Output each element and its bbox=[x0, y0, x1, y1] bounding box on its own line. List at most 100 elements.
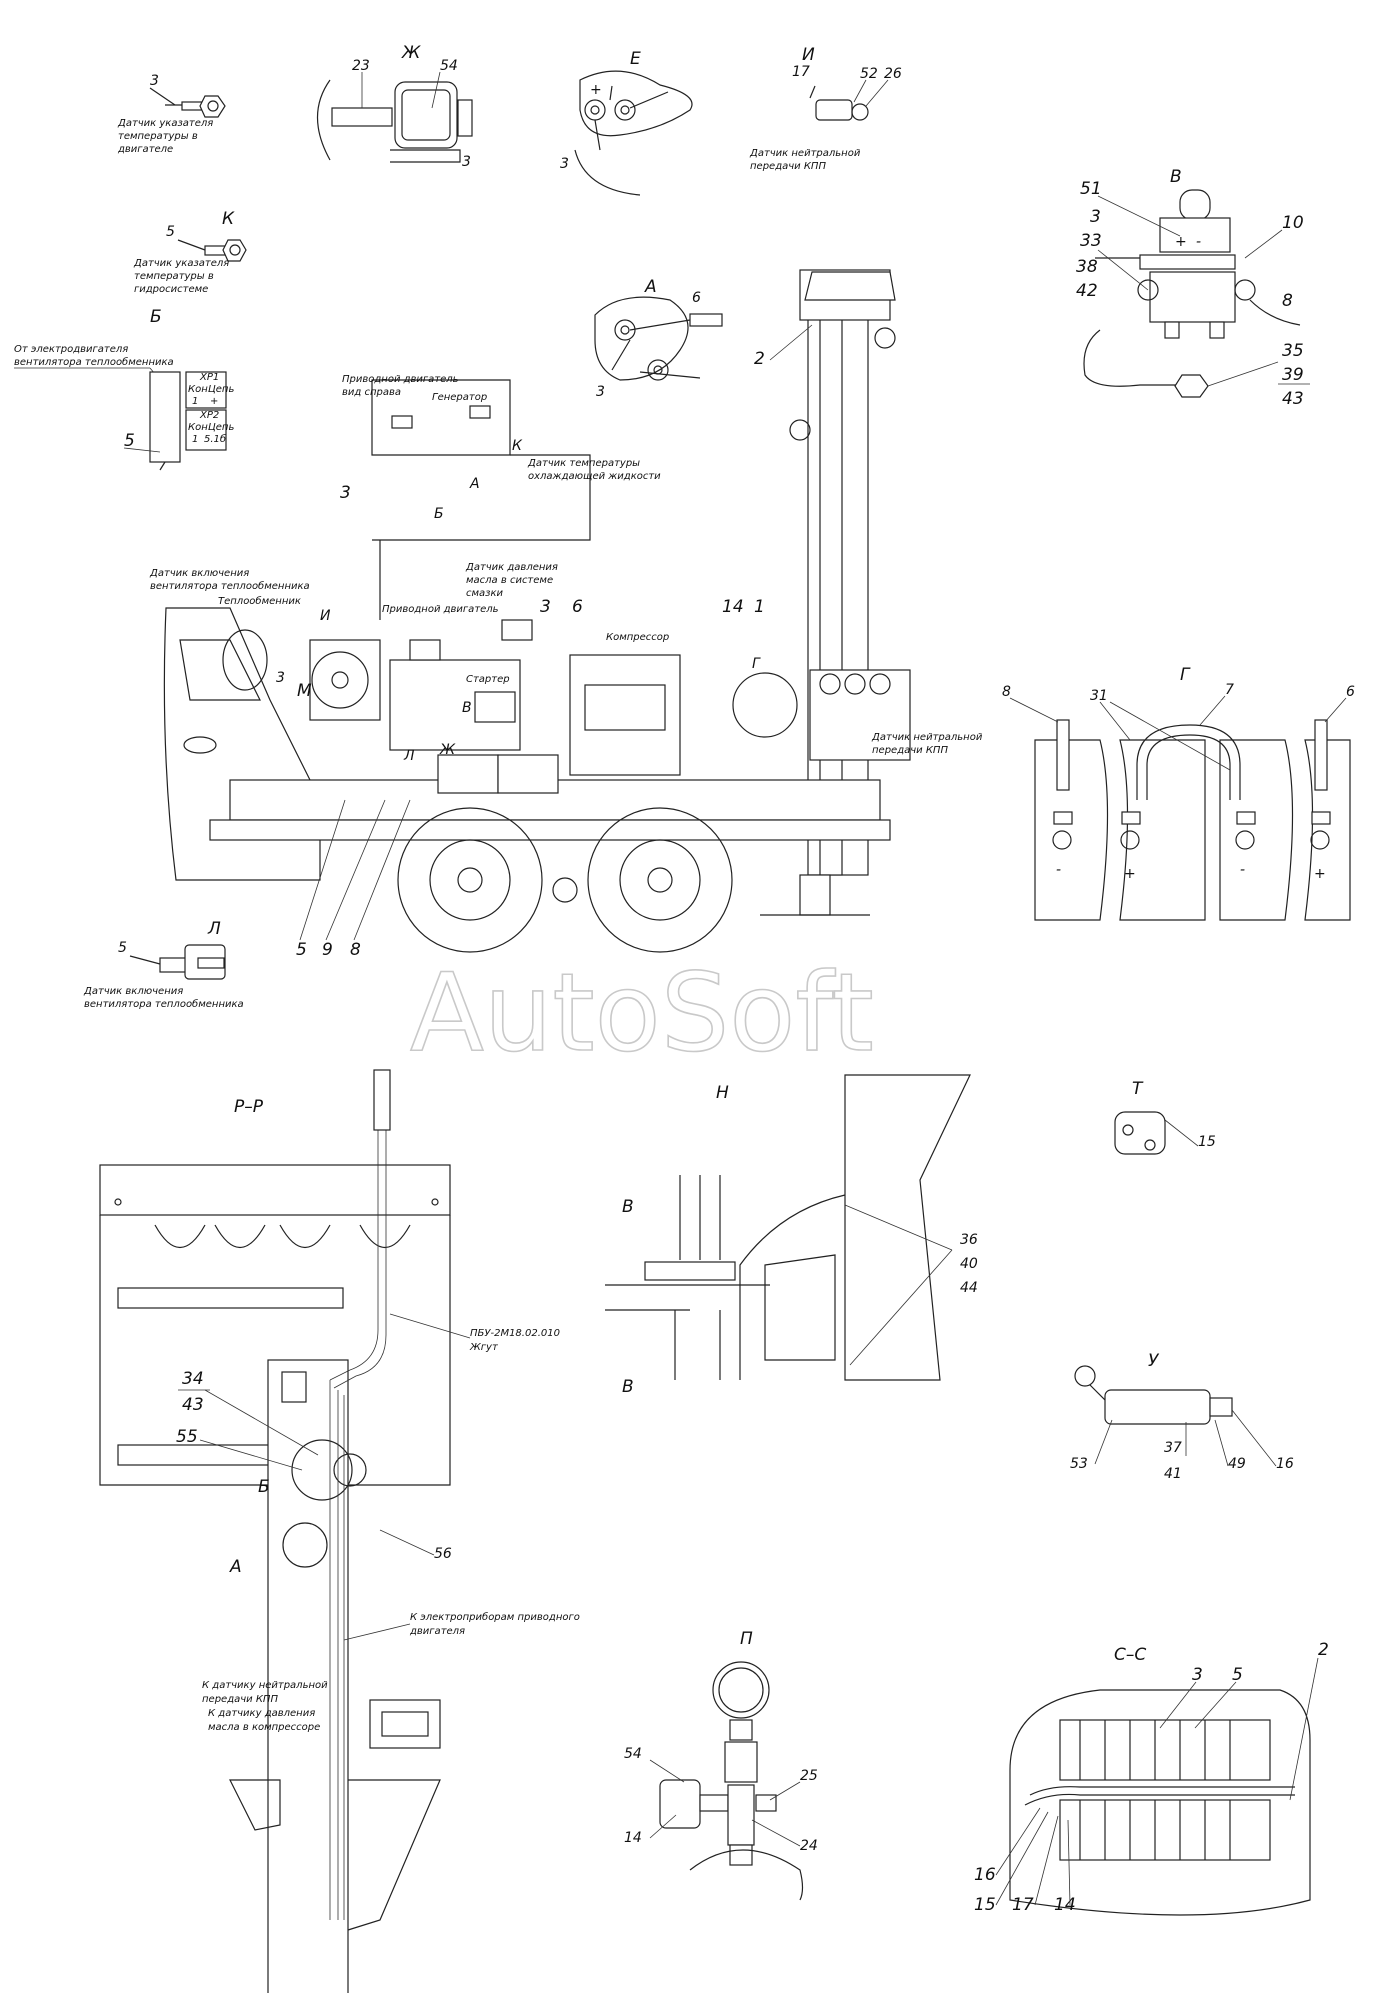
view-b-title: Б bbox=[150, 307, 162, 327]
i-arrow: И bbox=[320, 608, 331, 624]
callout-39: 39 bbox=[1282, 365, 1304, 385]
l-arrow: Л bbox=[403, 748, 415, 764]
caption-from-motor-1: От электродвигателя bbox=[14, 344, 128, 355]
callout-3: 3 bbox=[150, 73, 159, 89]
caption-neutral-top-2: передачи КПП bbox=[750, 161, 826, 172]
callout-6: 6 bbox=[692, 290, 701, 306]
view-ss-title: С–С bbox=[1114, 1645, 1146, 1665]
view-rr-title: Р–Р bbox=[234, 1097, 264, 1117]
callout-16: 16 bbox=[974, 1865, 996, 1885]
plus-mark: + bbox=[590, 82, 602, 98]
callout-9: 9 bbox=[322, 940, 333, 960]
caption-starter: Стартер bbox=[466, 674, 510, 685]
callout-33: 33 bbox=[1080, 231, 1102, 251]
xp2-r1c1: 1 bbox=[192, 434, 198, 445]
view-i: И 17 52 26 Датчик нейтральной передачи К… bbox=[749, 45, 902, 172]
view-zh: Ж 23 54 3 bbox=[316, 43, 473, 170]
caption-oil-1: Датчик давления bbox=[465, 562, 558, 573]
caption-to-neutral-2: передачи КПП bbox=[202, 1694, 278, 1705]
view-i-title: И bbox=[802, 45, 815, 65]
caption-temp-hydro-1: Датчик указателя bbox=[133, 258, 229, 269]
xp1-r1c1: 1 bbox=[192, 396, 198, 407]
detail-temp-sensor-engine: 3 Датчик указателя температуры в двигате… bbox=[117, 73, 226, 155]
callout-42: 42 bbox=[1076, 281, 1098, 301]
callout-55: 55 bbox=[176, 1427, 198, 1447]
rr-a-mark: А bbox=[229, 1557, 242, 1577]
callout-14: 14 bbox=[722, 597, 744, 617]
v-section-2: В bbox=[622, 1377, 634, 1397]
callout-37: 37 bbox=[1164, 1440, 1182, 1456]
callout-6: 6 bbox=[1346, 684, 1355, 700]
caption-oil-3: смазки bbox=[466, 588, 504, 599]
view-e: Е + 3 bbox=[560, 49, 693, 196]
view-u: У 53 37 41 49 16 bbox=[1070, 1351, 1294, 1482]
callout-15: 15 bbox=[974, 1895, 996, 1915]
callout-3: 3 bbox=[462, 154, 471, 170]
view-p-title: П bbox=[740, 1629, 753, 1649]
minus-mark: - bbox=[1240, 862, 1245, 878]
callout-34: 34 bbox=[182, 1369, 204, 1389]
callout-25: 25 bbox=[800, 1768, 818, 1784]
xp2-label: XP2 bbox=[199, 410, 219, 421]
callout-31: 31 bbox=[1090, 688, 1108, 704]
callout-3: 3 bbox=[540, 597, 551, 617]
callout-16: 16 bbox=[1276, 1456, 1294, 1472]
callout-14: 14 bbox=[1054, 1895, 1076, 1915]
callout-51: 51 bbox=[1080, 179, 1102, 199]
zh-arrow: Ж bbox=[439, 742, 456, 758]
callout-17: 17 bbox=[792, 64, 810, 80]
caption-to-compressor-oil-1: К датчику давления bbox=[208, 1708, 315, 1719]
callout-8: 8 bbox=[1002, 684, 1011, 700]
k-mark: К bbox=[512, 438, 523, 454]
caption-temp-engine-2: температуры в bbox=[118, 131, 198, 142]
caption-harness-1: ПБУ-2М18.02.010 bbox=[470, 1328, 560, 1339]
xp2-r1c2: 5.1б bbox=[204, 433, 226, 445]
b-mark: Б bbox=[434, 506, 444, 522]
caption-drive-engine: Приводной двигатель bbox=[382, 604, 499, 615]
view-n-title: Н bbox=[716, 1083, 729, 1103]
callout-5: 5 bbox=[296, 940, 307, 960]
callout-8: 8 bbox=[350, 940, 361, 960]
plus-mark: + bbox=[1314, 866, 1326, 882]
callout-5: 5 bbox=[124, 431, 135, 451]
callout-23: 23 bbox=[352, 58, 370, 74]
callout-3: 3 bbox=[276, 670, 285, 686]
view-k-title: К bbox=[222, 209, 235, 229]
callout-26: 26 bbox=[884, 66, 902, 82]
watermark: AutoSoft bbox=[410, 951, 874, 1076]
view-k: К 5 Датчик указателя температуры в гидро… bbox=[133, 209, 247, 295]
view-u-title: У bbox=[1148, 1351, 1160, 1371]
view-t: Т 15 bbox=[1114, 1079, 1216, 1155]
callout-8: 8 bbox=[1282, 291, 1293, 311]
callout-35: 35 bbox=[1282, 341, 1304, 361]
callout-24: 24 bbox=[800, 1838, 818, 1854]
view-l-title: Л bbox=[207, 919, 221, 939]
callout-38: 38 bbox=[1076, 257, 1098, 277]
view-g: Г - + - + 8 31 7 6 bbox=[1002, 665, 1355, 921]
callout-44: 44 bbox=[960, 1280, 978, 1296]
caption-from-motor-2: вентилятора теплообменника bbox=[14, 356, 174, 368]
caption-to-drive-engine-1: К электроприборам приводного bbox=[410, 1611, 580, 1623]
callout-17: 17 bbox=[1012, 1895, 1034, 1915]
caption-coolant-2: охлаждающей жидкости bbox=[528, 471, 661, 482]
xp1-label: XP1 bbox=[199, 372, 219, 383]
callout-3: 3 bbox=[340, 483, 351, 503]
view-rr: Р–Р ПБУ-2М18.02.010 Жгут 34 43 55 Б bbox=[99, 1069, 580, 1993]
view-e-title: Е bbox=[630, 49, 641, 69]
callout-52: 52 bbox=[860, 66, 878, 82]
callout-3: 3 bbox=[1090, 207, 1101, 227]
view-b: Б От электродвигателя вентилятора теплоо… bbox=[14, 307, 234, 471]
caption-neutral-main-1: Датчик нейтральной bbox=[871, 732, 983, 743]
caption-fan-switch-l-2: вентилятора теплообменника bbox=[84, 998, 244, 1010]
main-machine-view: 2 Приводной двигатель вид справа Генерат… bbox=[149, 269, 983, 960]
xp1-col1: Кон. bbox=[188, 384, 211, 395]
caption-to-compressor-oil-2: масла в компрессоре bbox=[208, 1722, 320, 1733]
caption-neutral-top-1: Датчик нейтральной bbox=[749, 148, 861, 159]
callout-54: 54 bbox=[440, 58, 458, 74]
caption-fan-switch-1: Датчик включения bbox=[149, 568, 249, 579]
view-ss: С–С 3 5 2 16 15 17 14 bbox=[974, 1640, 1329, 1916]
caption-temp-hydro-3: гидросистеме bbox=[134, 284, 208, 295]
callout-43: 43 bbox=[182, 1395, 204, 1415]
caption-drive-engine-right-1: Приводной двигатель bbox=[342, 374, 459, 385]
